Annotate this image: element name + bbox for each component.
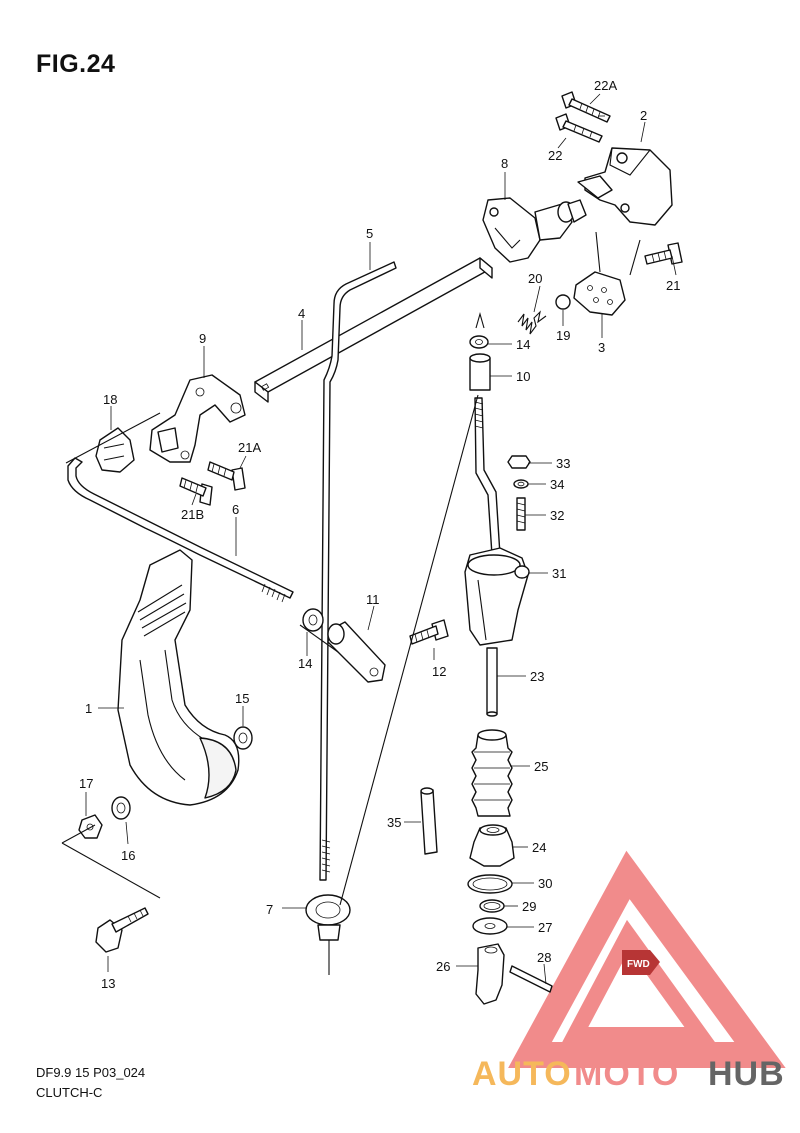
callout-19: 19 xyxy=(556,328,570,343)
part-22-bolt xyxy=(555,113,603,143)
part-4-shaft xyxy=(254,257,493,403)
callout-14b: 14 xyxy=(298,656,312,671)
callout-13: 13 xyxy=(101,976,115,991)
callout-34: 34 xyxy=(550,477,564,492)
callout-16: 16 xyxy=(121,848,135,863)
part-16-washer xyxy=(111,796,131,820)
watermark-brand-hub: HUB xyxy=(708,1055,785,1093)
part-7-grommet xyxy=(305,894,351,975)
callout-25: 25 xyxy=(534,759,548,774)
watermark-triangle-icon xyxy=(508,850,786,1068)
callout-3: 3 xyxy=(598,340,605,355)
part-33-nut xyxy=(507,455,531,469)
part-13-bolt xyxy=(95,907,149,953)
part-23-rod xyxy=(486,647,498,717)
callout-20: 20 xyxy=(528,271,542,286)
callout-21: 21 xyxy=(666,278,680,293)
part-22a-bolt xyxy=(561,91,611,123)
part-21b-bolt xyxy=(179,477,213,506)
callout-35: 35 xyxy=(387,815,401,830)
callout-22a: 22A xyxy=(594,78,617,93)
section-name: CLUTCH-C xyxy=(36,1085,103,1100)
callout-6: 6 xyxy=(232,502,239,517)
callouts: 22A 22 2 8 21 5 20 19 3 14 10 4 9 18 21A… xyxy=(79,78,680,991)
callout-15: 15 xyxy=(235,691,249,706)
part-19-ball xyxy=(555,294,571,310)
part-14-nut-upper xyxy=(469,311,489,349)
part-15-washer xyxy=(233,726,253,750)
callout-26: 26 xyxy=(436,959,450,974)
part-35-tube xyxy=(420,787,438,855)
figure-title: FIG.24 xyxy=(36,50,116,78)
callout-12: 12 xyxy=(432,664,446,679)
part-3-plate xyxy=(573,271,626,316)
callout-4: 4 xyxy=(298,306,305,321)
part-28-pin xyxy=(509,965,553,993)
part-25-boot xyxy=(471,729,513,817)
part-21-bolt xyxy=(644,242,683,265)
part-32-stud xyxy=(516,497,526,531)
part-21a-bolt xyxy=(207,461,246,491)
part-34-washer xyxy=(513,479,529,489)
part-5-rod xyxy=(319,261,397,881)
callout-8: 8 xyxy=(501,156,508,171)
part-20-spring xyxy=(517,310,547,335)
callout-10: 10 xyxy=(516,369,530,384)
model-code: DF9.9 15 P03_024 xyxy=(36,1065,146,1080)
part-10-coupler xyxy=(469,353,491,391)
part-29-o-ring xyxy=(479,899,505,913)
callout-5: 5 xyxy=(366,226,373,241)
watermark-logo: FWD AUTO MOTO HUB xyxy=(472,850,786,1093)
callout-18: 18 xyxy=(103,392,117,407)
callout-17: 17 xyxy=(79,776,93,791)
callout-1: 1 xyxy=(85,701,92,716)
callout-2: 2 xyxy=(640,108,647,123)
part-11-link xyxy=(327,621,386,683)
callout-7: 7 xyxy=(266,902,273,917)
watermark-brand-auto: AUTO xyxy=(472,1055,572,1093)
callout-11: 11 xyxy=(366,592,380,607)
part-14-nut-lower xyxy=(302,608,324,632)
callout-22: 22 xyxy=(548,148,562,163)
callout-14a: 14 xyxy=(516,337,530,352)
part-31-housing xyxy=(464,547,530,646)
callout-27: 27 xyxy=(538,920,552,935)
callout-21a: 21A xyxy=(238,440,261,455)
part-17-wingnut xyxy=(78,814,103,839)
part-26-clip xyxy=(475,943,505,1005)
part-30-o-ring xyxy=(467,874,513,894)
part-1-handle xyxy=(117,549,240,806)
callout-28: 28 xyxy=(537,950,551,965)
callout-21b: 21B xyxy=(181,507,204,522)
watermark-brand-moto: MOTO xyxy=(574,1055,679,1093)
part-12-bolt xyxy=(409,619,449,645)
callout-9: 9 xyxy=(199,331,206,346)
svg-text:FWD: FWD xyxy=(627,959,650,970)
shift-rod xyxy=(474,397,501,556)
part-9-bracket xyxy=(149,374,246,463)
callout-31: 31 xyxy=(552,566,566,581)
callout-23: 23 xyxy=(530,669,544,684)
part-24-grommet xyxy=(469,824,515,867)
part-27-washer xyxy=(472,917,508,935)
part-8-lever xyxy=(482,197,587,263)
part-6-rod xyxy=(67,457,294,603)
part-18-clip xyxy=(95,427,135,473)
part-2-bracket xyxy=(577,147,673,226)
callout-32: 32 xyxy=(550,508,564,523)
watermark-fwd-badge: FWD xyxy=(622,950,660,975)
callout-30: 30 xyxy=(538,876,552,891)
leader-lines xyxy=(61,115,641,906)
callout-29: 29 xyxy=(522,899,536,914)
callout-24: 24 xyxy=(532,840,546,855)
callout-33: 33 xyxy=(556,456,570,471)
